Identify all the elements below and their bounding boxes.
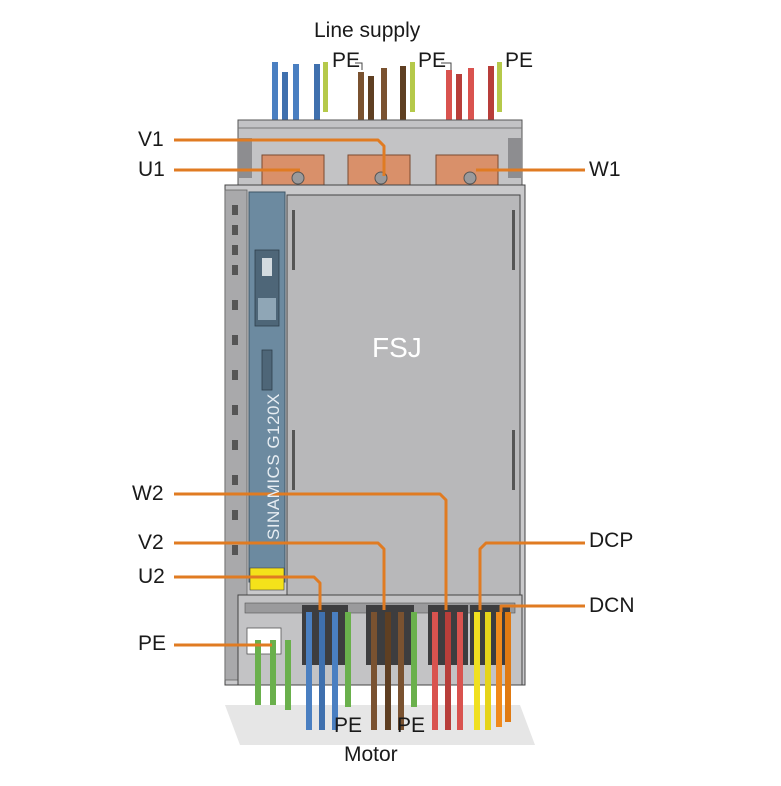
cable-w-1 — [446, 70, 452, 157]
cable-pe-w-core — [497, 62, 502, 112]
cable-u-1 — [272, 62, 278, 157]
warning-label — [249, 567, 285, 591]
cable-pe-v-core — [410, 62, 415, 112]
cable-dcp-1 — [474, 612, 480, 730]
cable-dcp-2 — [485, 612, 491, 730]
cable-u2-2 — [319, 612, 325, 730]
cable-pe-b-2 — [270, 640, 276, 705]
callout-v2 — [174, 541, 386, 610]
cable-u2-1 — [306, 612, 312, 730]
cable-v2-1 — [371, 612, 377, 730]
supply-cables — [272, 62, 502, 157]
cable-v2-2 — [385, 612, 391, 730]
left-side-frame — [224, 189, 248, 681]
cable-dcn-2 — [505, 612, 511, 722]
bolt-w1 — [463, 171, 477, 185]
top-vent-left — [238, 138, 252, 178]
callout-dcn — [499, 604, 585, 612]
top-vent-right — [508, 138, 522, 178]
top-pe-bracket-1 — [355, 62, 363, 70]
label-u2: U2 — [138, 565, 165, 588]
callout-w2 — [174, 492, 448, 610]
callout-lines — [174, 138, 585, 647]
top-pe-label-3: PE — [505, 49, 534, 72]
callout-v1 — [174, 138, 386, 176]
cu-keys — [258, 298, 276, 320]
cable-v-3 — [381, 68, 387, 157]
cable-v-1 — [358, 72, 364, 157]
left-side-slots — [232, 205, 238, 555]
cable-dcn-1 — [496, 612, 502, 727]
cable-pe-u-core — [323, 62, 328, 112]
cable-w-2 — [456, 74, 462, 157]
cable-w2-3 — [457, 612, 463, 730]
label-v1: V1 — [138, 128, 164, 151]
cable-pe-b-5 — [411, 612, 417, 707]
label-dcp: DCP — [589, 529, 634, 552]
cable-pe-w — [488, 66, 494, 124]
bottom-pe-label-2: PE — [397, 714, 426, 737]
label-pe-left: PE — [138, 632, 167, 655]
panel-slots — [292, 210, 515, 490]
motor-cables — [255, 612, 511, 730]
cable-u-2 — [282, 72, 288, 157]
frame-size-label: FSJ — [372, 332, 422, 363]
cu-slot — [261, 349, 273, 391]
cable-u-3 — [293, 64, 299, 157]
cable-u2-3 — [332, 612, 338, 730]
front-panel — [286, 194, 521, 596]
cu-port — [262, 258, 272, 276]
callout-u2 — [174, 575, 322, 610]
label-v2: V2 — [138, 531, 164, 554]
busbar-w1 — [435, 154, 499, 190]
cable-pe-v — [400, 66, 406, 124]
cable-w-3 — [468, 68, 474, 157]
callout-dcp — [478, 541, 585, 610]
label-w2: W2 — [132, 482, 164, 505]
cable-v-2 — [368, 76, 374, 157]
cable-pe-b-3 — [285, 640, 291, 710]
top-pe-label-1: PE — [332, 49, 361, 72]
cable-w2-1 — [432, 612, 438, 730]
motor-title: Motor — [344, 743, 398, 766]
top-pe-bracket-2 — [441, 62, 452, 70]
bottom-pe-label-1: PE — [334, 714, 363, 737]
label-u1: U1 — [138, 158, 165, 181]
label-w1: W1 — [589, 158, 621, 181]
cable-w2-2 — [445, 612, 451, 730]
label-dcn: DCN — [589, 594, 635, 617]
cable-pe-b-1 — [255, 640, 261, 705]
cable-v2-3 — [398, 612, 404, 730]
cable-pe-u — [314, 64, 320, 124]
busbar-u1 — [261, 154, 325, 190]
cable-pe-b-4 — [345, 612, 351, 707]
brand-text: SINAMICS G120X — [264, 393, 283, 540]
line-supply-title: Line supply — [314, 19, 421, 42]
bolt-u1 — [291, 171, 305, 185]
top-pe-label-2: PE — [418, 49, 447, 72]
